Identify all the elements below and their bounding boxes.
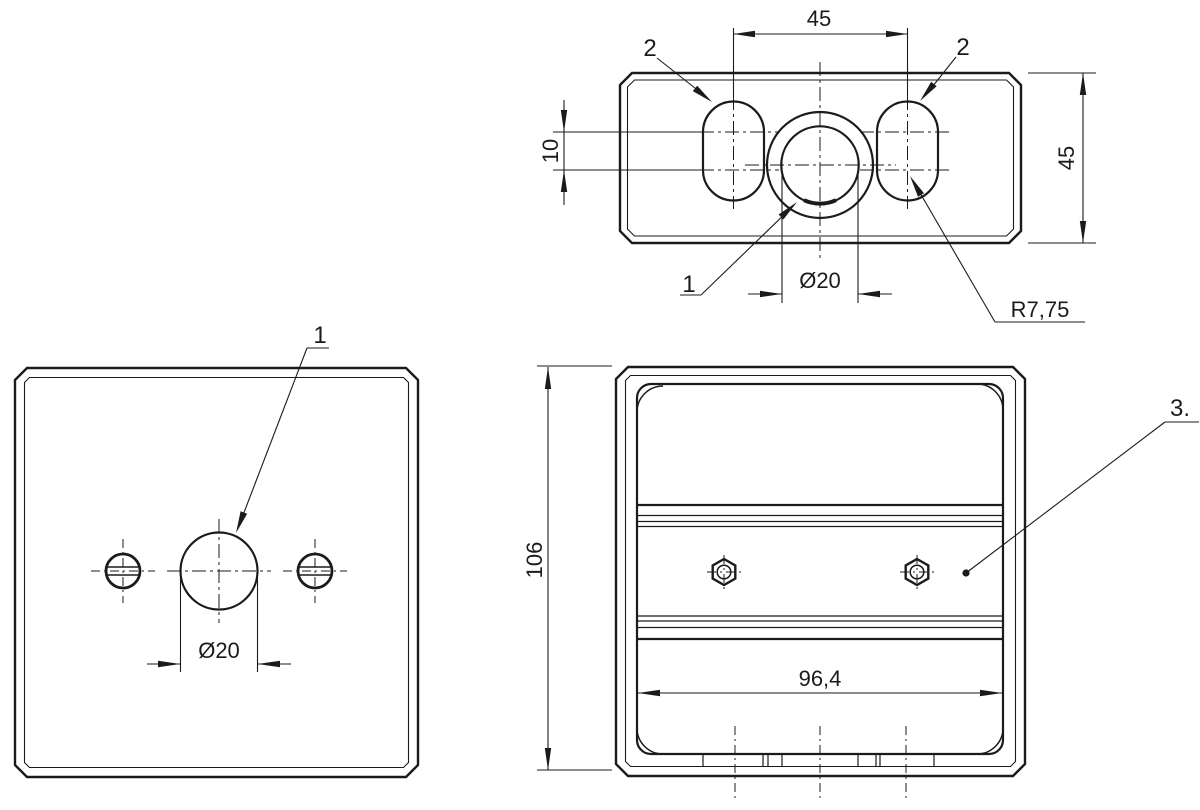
front-view: Ø20 1 <box>13 322 420 779</box>
arrowhead <box>560 170 568 192</box>
arrowhead <box>920 81 937 101</box>
arrowhead <box>980 689 1002 697</box>
arrowhead <box>910 176 924 197</box>
dim-text-back-height: 106 <box>522 542 547 579</box>
dim-slot-offset: 10 <box>538 100 568 205</box>
recess-corner-fillet <box>976 383 1004 411</box>
balloon-text: 2 <box>956 34 969 61</box>
recess-outline <box>635 382 1005 756</box>
balloon-top-hole: 1 <box>680 202 797 298</box>
leader-line <box>239 347 308 524</box>
dim-slot-radius: R7,75 <box>910 176 1085 323</box>
hex-nut-outline <box>711 557 737 587</box>
recess-corner-fillet <box>636 727 664 755</box>
dim-plate-depth: 45 <box>1028 72 1096 244</box>
balloon-front-hole: 1 <box>236 322 329 533</box>
arrowhead <box>158 660 181 668</box>
arrowhead <box>638 689 660 697</box>
bottom-strip <box>702 726 935 799</box>
balloon-rail: 3. <box>962 395 1199 577</box>
top-view-outer-edge <box>618 71 1023 245</box>
arrowhead <box>544 748 552 770</box>
front-view-outer-edge <box>13 366 420 779</box>
balloon-text: 3. <box>1170 395 1190 422</box>
arrowhead <box>257 660 280 668</box>
leader-line <box>915 185 996 323</box>
top-view-chamfer-edge <box>626 79 1015 237</box>
dim-back-height: 106 <box>522 365 612 771</box>
dim-text-slot-offset: 10 <box>538 139 563 163</box>
dim-text-back-width: 96,4 <box>799 666 842 691</box>
dim-text-plate-depth: 45 <box>1054 146 1079 170</box>
arrowhead <box>236 511 248 533</box>
dim-front-hole-dia: Ø20 <box>147 577 291 672</box>
balloon-left-slot: 2 <box>643 35 712 102</box>
arrowhead <box>733 30 755 38</box>
leader-line <box>700 208 791 296</box>
dim-text-front-hole-dia: Ø20 <box>198 638 240 663</box>
hex-nut-outline <box>904 557 930 587</box>
recess-corner-fillet <box>976 727 1004 755</box>
front-view-chamfer-edge <box>23 376 410 769</box>
balloon-text: 1 <box>313 322 326 349</box>
dim-top-hole-dia: Ø20 <box>748 173 892 303</box>
left-hex-nut <box>707 555 741 589</box>
rear-view-chamfer-edge <box>624 374 1017 768</box>
arrowhead <box>692 85 712 102</box>
arrowhead <box>560 110 568 132</box>
dim-back-width: 96,4 <box>638 666 1002 697</box>
arrowhead <box>1079 73 1087 95</box>
recess-corner-fillet <box>636 385 664 413</box>
top-view: 45 45 10 Ø20 <box>538 6 1096 323</box>
din-rail <box>637 503 1003 641</box>
balloon-right-slot: 2 <box>920 34 970 101</box>
balloon-text: 1 <box>682 271 695 298</box>
right-screw <box>283 539 347 603</box>
right-hex-nut <box>900 555 934 589</box>
leader-line <box>965 421 1166 574</box>
rear-view-outer-edge <box>614 365 1027 778</box>
dim-text-slot-spacing: 45 <box>807 6 831 31</box>
balloon-text: 2 <box>643 35 656 62</box>
rear-view: 106 96,4 3. <box>522 365 1199 799</box>
dim-text-slot-radius: R7,75 <box>1011 297 1070 322</box>
arrowhead <box>886 30 908 38</box>
dim-slot-spacing: 45 <box>733 6 908 38</box>
arrowhead <box>858 290 880 298</box>
left-screw <box>91 539 155 603</box>
arrowhead <box>544 367 552 389</box>
thread-arc <box>803 198 837 206</box>
arrowhead <box>760 290 782 298</box>
leader-dot <box>962 569 970 577</box>
arrowhead <box>778 202 797 220</box>
arrowhead <box>1079 221 1087 243</box>
dim-text-top-hole-dia: Ø20 <box>799 268 841 293</box>
